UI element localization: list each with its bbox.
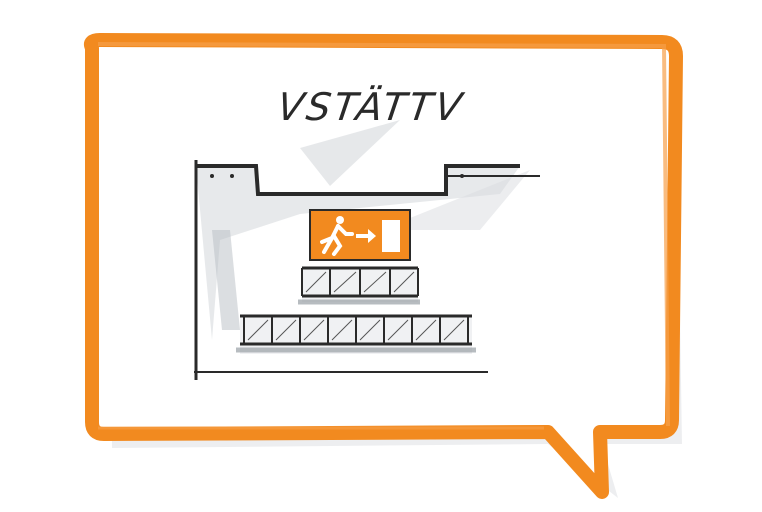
arrow-right-icon [356, 229, 376, 243]
door-icon [382, 220, 400, 252]
running-person-icon [320, 216, 354, 256]
lower-railing [236, 314, 476, 354]
upper-railing [298, 266, 420, 305]
speech-bubble-icon [84, 33, 683, 499]
emergency-exit-sign-icon [309, 209, 411, 261]
sketch-title: VSTÄTTV [275, 84, 468, 130]
hall-ceiling [194, 120, 540, 380]
